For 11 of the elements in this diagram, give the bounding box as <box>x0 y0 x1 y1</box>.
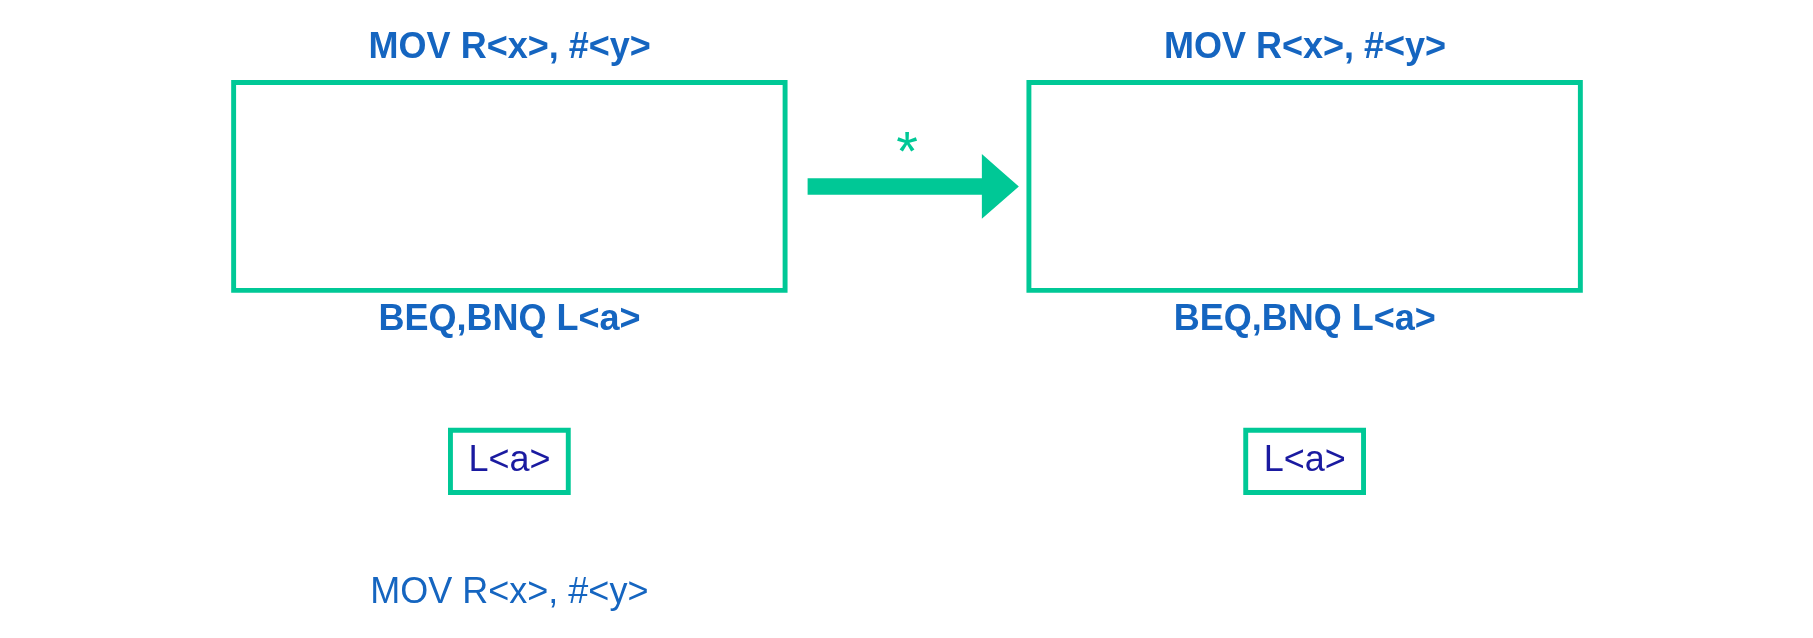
node-label: MOV R<x>, #<y> <box>1163 25 1446 67</box>
node-box <box>230 80 788 293</box>
node-box: L<a> <box>447 427 571 495</box>
node-label: BEQ,BNQ L<a> <box>377 296 641 338</box>
node-label: MOV R<x>, #<y> <box>368 25 651 67</box>
node-label: BEQ,BNQ L<a> <box>1173 296 1436 338</box>
node-box <box>1025 80 1583 293</box>
edge-label: * <box>895 120 918 183</box>
node-box: L<a> <box>1242 427 1366 495</box>
label: MOV R<x>, #<y> <box>369 570 648 612</box>
arrow <box>807 154 1019 219</box>
